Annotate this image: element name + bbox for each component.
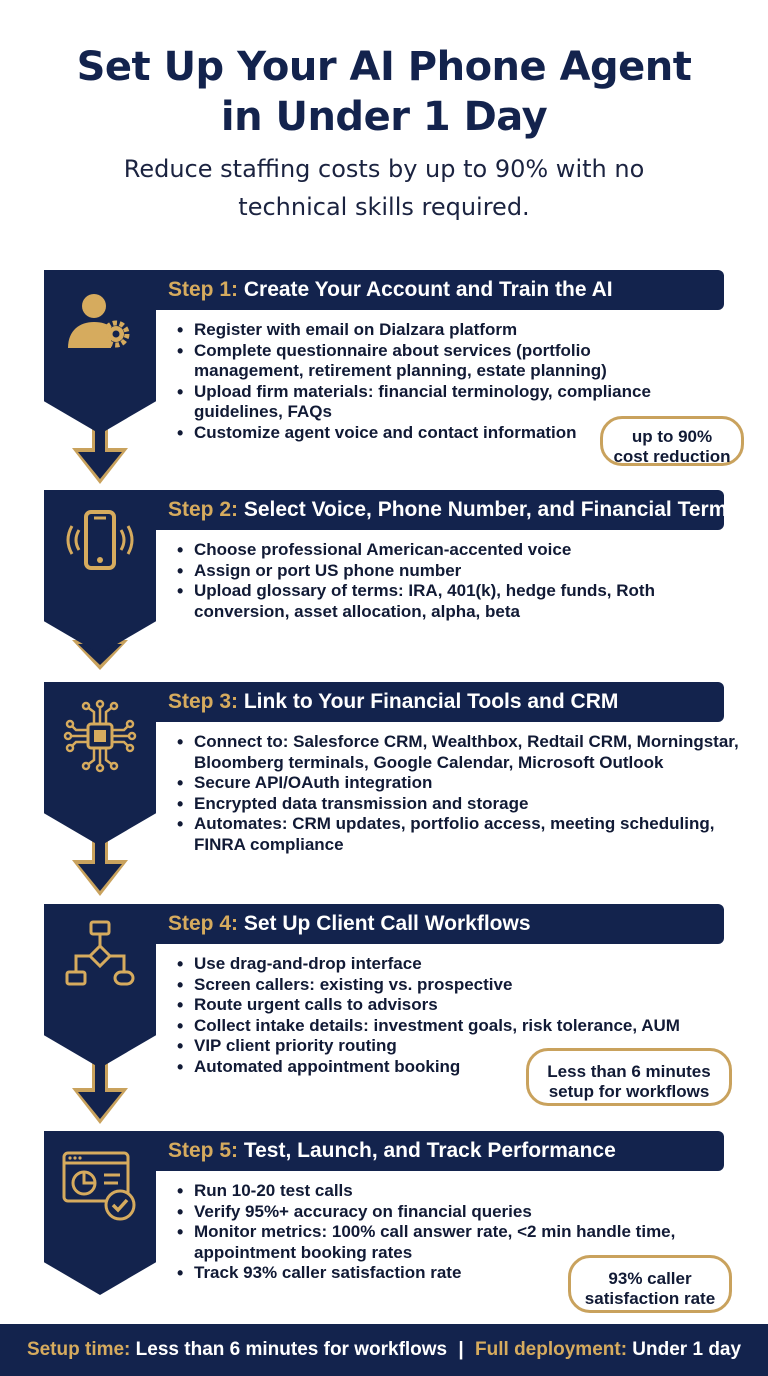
step-title: Set Up Client Call Workflows — [243, 912, 531, 935]
list-item: Screen callers: existing vs. prospective — [176, 975, 741, 996]
footer-value-setup: Less than 6 minutes for workflows — [135, 1339, 448, 1360]
step-number: Step 4: — [168, 912, 239, 935]
list-item: Customize agent voice and contact inform… — [176, 423, 741, 444]
step-banner: Step 3: Link to Your Financial Tools and… — [156, 682, 724, 722]
step-icon-badge — [44, 270, 156, 434]
circuit-chip-icon — [63, 699, 137, 773]
list-item: Monitor metrics: 100% call answer rate, … — [176, 1222, 726, 1263]
list-item: Secure API/OAuth integration — [176, 773, 741, 794]
user-gear-icon — [68, 294, 130, 348]
list-item: Automates: CRM updates, portfolio access… — [176, 814, 741, 855]
list-item: Choose professional American-accented vo… — [176, 540, 741, 561]
footer-label-setup: Setup time: — [26, 1339, 131, 1360]
list-item: Connect to: Salesforce CRM, Wealthbox, R… — [176, 732, 741, 773]
step-banner: Step 5: Test, Launch, and Track Performa… — [156, 1131, 724, 1171]
title-line-1: Set Up Your AI Phone Agent — [76, 44, 692, 90]
smartphone-icon — [66, 510, 134, 570]
flowchart-icon — [65, 920, 135, 986]
page-title: Set Up Your AI Phone Agent in Under 1 Da… — [0, 42, 768, 142]
list-item: Track 93% caller satisfaction rate — [176, 1263, 741, 1284]
stat-callout: up to 90% cost reduction — [600, 416, 744, 466]
callout-line-2: setup for workflows — [548, 1082, 710, 1101]
list-item: Run 10-20 test calls — [176, 1181, 741, 1202]
step-title: Select Voice, Phone Number, and Financia… — [243, 498, 740, 521]
step-banner: Step 1: Create Your Account and Train th… — [156, 270, 724, 310]
step-banner: Step 2: Select Voice, Phone Number, and … — [156, 490, 739, 530]
step-number: Step 3: — [168, 690, 239, 713]
list-item: Route urgent calls to advisors — [176, 995, 741, 1016]
list-item: Use drag-and-drop interface — [176, 954, 741, 975]
step-icon-badge — [44, 904, 156, 1068]
subtitle-line-1: Reduce staffing costs by up to 90% with … — [123, 155, 645, 183]
step-bullets: Register with email on Dialzara platform… — [176, 320, 741, 443]
list-item: Upload glossary of terms: IRA, 401(k), h… — [176, 581, 686, 622]
step-number: Step 2: — [168, 498, 239, 521]
footer-label-deployment: Full deployment: — [475, 1339, 628, 1360]
list-item: Complete questionnaire about services (p… — [176, 341, 636, 382]
step-banner: Step 4: Set Up Client Call Workflows — [156, 904, 724, 944]
step-icon-badge — [44, 490, 156, 654]
list-item: Collect intake details: investment goals… — [176, 1016, 741, 1037]
step-number: Step 1: — [168, 278, 239, 301]
step-bullets: Choose professional American-accented vo… — [176, 540, 741, 622]
step-title: Test, Launch, and Track Performance — [243, 1139, 616, 1162]
stat-callout: 93% caller satisfaction rate — [568, 1255, 732, 1313]
list-item: VIP client priority routing — [176, 1036, 741, 1057]
step-icon-badge — [44, 1131, 156, 1295]
step-title: Create Your Account and Train the AI — [243, 278, 613, 301]
list-item: Upload firm materials: financial termino… — [176, 382, 696, 423]
callout-line-1: 93% caller — [608, 1269, 692, 1288]
list-item: Register with email on Dialzara platform — [176, 320, 741, 341]
footer-bar: Setup time: Less than 6 minutes for work… — [0, 1324, 768, 1376]
stat-callout: Less than 6 minutes setup for workflows — [526, 1048, 732, 1106]
title-line-2: in Under 1 Day — [220, 94, 548, 140]
list-item: Encrypted data transmission and storage — [176, 794, 741, 815]
page-subtitle: Reduce staffing costs by up to 90% with … — [0, 150, 768, 226]
dashboard-check-icon — [62, 1151, 136, 1221]
step-title: Link to Your Financial Tools and CRM — [243, 690, 619, 713]
step-bullets: Run 10-20 test calls Verify 95%+ accurac… — [176, 1181, 741, 1284]
list-item: Verify 95%+ accuracy on financial querie… — [176, 1202, 741, 1223]
step-icon-badge — [44, 682, 156, 846]
callout-line-2: cost reduction — [613, 447, 731, 466]
list-item: Automated appointment booking — [176, 1057, 741, 1078]
footer-separator: | — [458, 1339, 464, 1360]
callout-line-1: up to 90% — [631, 427, 713, 446]
callout-line-1: Less than 6 minutes — [547, 1062, 711, 1081]
subtitle-line-2: technical skills required. — [238, 193, 530, 221]
list-item: Assign or port US phone number — [176, 561, 741, 582]
step-bullets: Connect to: Salesforce CRM, Wealthbox, R… — [176, 732, 741, 855]
callout-line-2: satisfaction rate — [584, 1289, 716, 1308]
step-bullets: Use drag-and-drop interface Screen calle… — [176, 954, 741, 1077]
footer-value-deployment: Under 1 day — [632, 1339, 742, 1360]
step-number: Step 5: — [168, 1139, 239, 1162]
